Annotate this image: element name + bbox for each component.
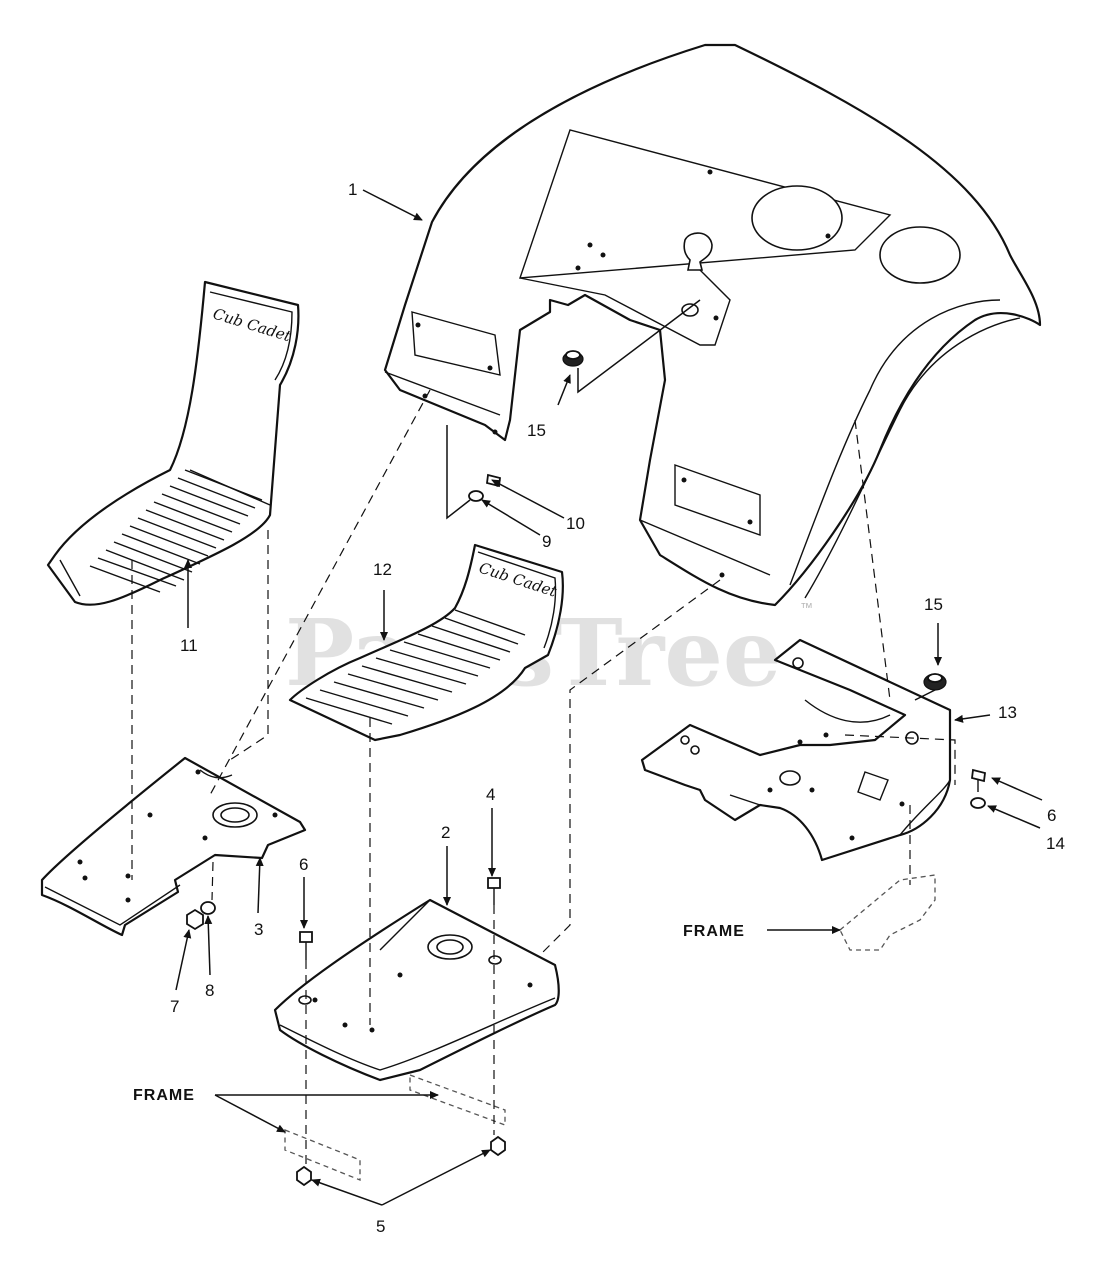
- callout-2: 2: [441, 823, 450, 842]
- frame-label-right: FRAME: [683, 923, 745, 940]
- callout-15-right: 15: [924, 595, 943, 614]
- callout-12: 12: [373, 560, 392, 579]
- callout-9: 9: [542, 532, 551, 551]
- fender-body-part: [383, 43, 1042, 607]
- assembly-lines: [131, 299, 956, 1168]
- floor-mat-left-part: Cub Cadet: [46, 280, 300, 606]
- callout-11: 11: [180, 636, 198, 655]
- watermark-trademark: ™: [800, 600, 813, 615]
- frame-section-center: [284, 1074, 506, 1181]
- callout-15-top: 15: [527, 421, 546, 440]
- callout-13: 13: [998, 703, 1017, 722]
- bracket-right-part: [640, 638, 952, 862]
- callout-14: 14: [1046, 834, 1065, 853]
- frame-label-left: FRAME: [133, 1087, 195, 1104]
- callout-10: 10: [566, 514, 585, 533]
- callout-4: 4: [486, 785, 495, 804]
- callout-6-right: 6: [1047, 806, 1056, 825]
- floor-plate-left-part: [40, 756, 307, 937]
- callout-1: 1: [348, 180, 357, 199]
- callout-6-center: 6: [299, 855, 308, 874]
- leader-arrows: [175, 189, 1043, 1206]
- floor-mat-center-part: Cub Cadet: [288, 543, 564, 742]
- frame-section-right: [839, 874, 936, 951]
- floor-plate-center-part: [273, 898, 560, 1082]
- callout-3: 3: [254, 920, 263, 939]
- callout-5: 5: [376, 1217, 385, 1236]
- callout-7: 7: [170, 997, 179, 1016]
- callout-8: 8: [205, 981, 214, 1000]
- callout-labels: 1 2 3 4 5 6 6 7 8 9 10 11 12 13 14 15 15: [170, 180, 1065, 1236]
